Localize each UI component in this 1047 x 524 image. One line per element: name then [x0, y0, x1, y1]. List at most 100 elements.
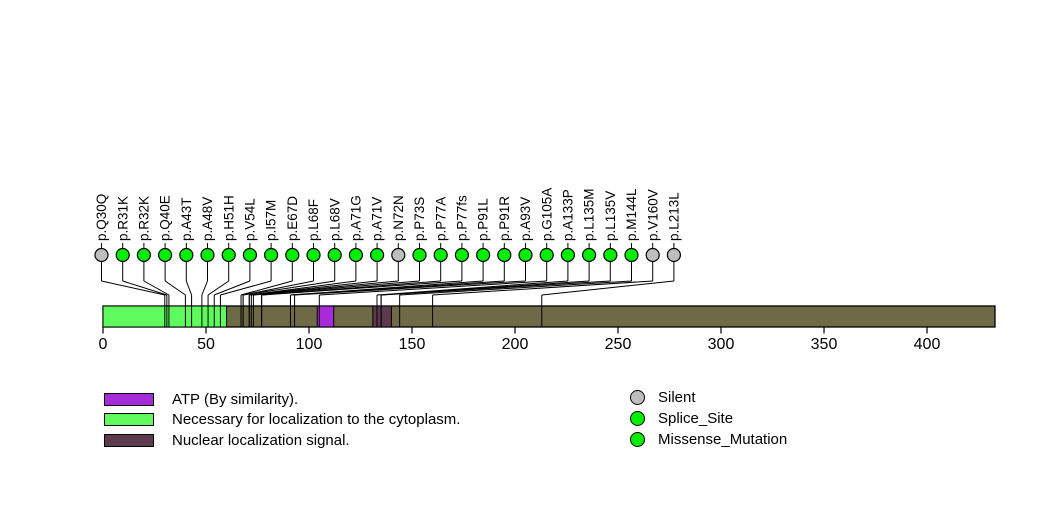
lollipop-connector [185, 280, 193, 296]
mutation-label: p.L68V [327, 198, 342, 241]
mutation-label: p.A93V [518, 197, 533, 241]
mutation-label: p.A133P [561, 189, 576, 241]
lollipop-connector [243, 280, 335, 296]
lollipop-connector [240, 280, 293, 296]
lollipop-connector [214, 280, 251, 296]
mutation-label: p.L68F [306, 199, 321, 241]
lollipop-circle [306, 247, 321, 263]
mutation-label: p.R32K [137, 196, 152, 241]
lollipop-connector [432, 280, 653, 296]
mutation-type-legend-label: Splice_Site [658, 410, 734, 428]
mutation-label: p.E67D [285, 196, 300, 241]
mutation-type-legend-row-1: Splice_Site [630, 408, 787, 429]
lollipop-connector [294, 280, 526, 296]
mutation-label: p.L213L [667, 192, 682, 241]
axis-tick-label: 50 [197, 336, 215, 353]
axis-tick-label: 300 [708, 336, 735, 353]
lollipop-circle [221, 247, 236, 263]
mutation-type-circle-icon [630, 390, 645, 406]
lollipop-circle [645, 247, 660, 263]
lollipop-circle [285, 247, 300, 263]
lollipop-connector [164, 280, 186, 296]
mutation-label: p.Q30Q [94, 194, 109, 241]
mutation-type-legend-row-2: Missense_Mutation [630, 429, 787, 450]
lollipop-connector [207, 280, 229, 296]
mutation-label: p.P91L [476, 198, 491, 241]
mutation-type-circle-icon [630, 432, 645, 448]
lollipop-circle [603, 247, 618, 263]
domain-legend-label: Nuclear localization signal. [172, 431, 350, 449]
domain-swatch [104, 413, 154, 427]
lollipop-connector [541, 280, 674, 296]
mutation-label: p.P77A [433, 197, 448, 241]
mutation-type-legend-label: Missense_Mutation [658, 431, 788, 449]
mutation-label: p.A71V [370, 197, 385, 241]
mutation-label: p.G105A [539, 188, 554, 241]
lollipop-circle [560, 247, 576, 263]
domain-legend-row-0: ATP (By similarity). [104, 389, 460, 410]
lollipop-circle [581, 247, 597, 263]
mutation-label: p.P77fs [455, 195, 470, 241]
mutation-label: p.L135M [582, 188, 597, 241]
domain-rect-2 [372, 305, 392, 328]
mutation-label: p.P91R [497, 196, 512, 241]
mutation-label: p.A48V [200, 197, 215, 241]
lollipop-connector [220, 280, 272, 296]
lollipop-circle [539, 247, 554, 263]
axis-tick-label: 350 [811, 336, 838, 353]
mutation-type-circle-icon [630, 411, 645, 427]
domain-legend-label: Necessary for localization to the cytopl… [172, 411, 461, 429]
mutation-label: p.H51H [221, 195, 236, 241]
lollipop-circle [391, 247, 406, 263]
mutation-label: p.I57M [264, 200, 279, 241]
lollipop-connector [253, 280, 420, 296]
mutation-label: p.R31K [115, 196, 130, 241]
axis-tick-label: 200 [502, 336, 529, 353]
lollipop-connector [261, 280, 462, 296]
lollipop-circle [242, 247, 257, 263]
lollipop-connector [399, 280, 632, 296]
lollipop-circle [94, 247, 109, 263]
lollipop-circle [666, 247, 682, 263]
axis-tick-label: 100 [296, 336, 323, 353]
lollipop-circle [370, 247, 385, 263]
lollipop-circle [624, 247, 639, 263]
mutation-type-legend-label: Silent [658, 389, 696, 407]
lollipop-connector [101, 280, 165, 296]
domain-legend-row-2: Nuclear localization signal. [104, 430, 460, 451]
lollipop-circle [412, 247, 427, 263]
lollipop-connector [143, 280, 170, 296]
mutation-type-legend-row-0: Silent [630, 387, 787, 408]
mutation-label: p.M144L [624, 188, 639, 241]
axis-tick-label: 400 [914, 336, 941, 353]
mutation-label: p.N72N [391, 195, 406, 241]
mutation-label: p.V160V [645, 189, 660, 241]
lollipop-circle [179, 247, 194, 263]
axis-tick-label: 150 [399, 336, 426, 353]
lollipop-connector [242, 280, 314, 296]
lollipop-circle [327, 247, 342, 263]
lollipop-circle [518, 247, 533, 263]
lollipop-circle [433, 247, 448, 263]
lollipop-circle [497, 247, 512, 263]
axis-tick-label: 250 [605, 336, 632, 353]
protein-track [102, 305, 996, 328]
domain-legend: ATP (By similarity).Necessary for locali… [104, 389, 460, 451]
lollipop-circle [200, 247, 215, 263]
lollipop-connector [122, 280, 168, 296]
mutation-label: p.P73S [412, 197, 427, 241]
lollipop-circle [348, 247, 363, 263]
lollipop-connector [319, 280, 547, 296]
lollipop-circle [454, 247, 469, 263]
mutation-label: p.V54L [243, 198, 258, 241]
lollipop-connector [381, 280, 611, 296]
domain-swatch [104, 392, 154, 406]
domain-rect-0 [316, 305, 335, 328]
lollipop-circle [115, 247, 130, 263]
domain-legend-row-1: Necessary for localization to the cytopl… [104, 410, 460, 431]
lollipop-circle [476, 247, 491, 263]
lollipop-circle [158, 247, 173, 263]
